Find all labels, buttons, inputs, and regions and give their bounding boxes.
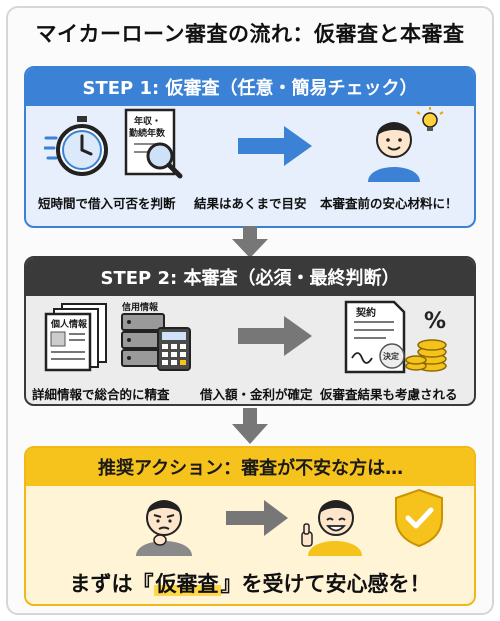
punch-highlight: 仮審査 (153, 572, 221, 596)
step1-arrow-icon (238, 126, 312, 166)
step2-header: STEP 2: 本審査（必須・最終判断） (26, 258, 474, 296)
income-document-icon: 年収・ 勤続年数 (124, 108, 184, 180)
punch-post: 』を受けて安心感を！ (220, 572, 431, 596)
action-header: 推奨アクション：審査が不安な方は… (26, 448, 474, 486)
step1-section: STEP 1: 仮審査（任意・簡易チェック） (24, 66, 476, 228)
server-label: 信用情報 (122, 303, 159, 313)
step1-header: STEP 1: 仮審査（任意・簡易チェック） (26, 68, 474, 106)
contract-label: 契約 (356, 308, 376, 319)
step2-caption-2: 借入額・金利が確定 (200, 387, 313, 402)
doc-label-income: 年収・ (134, 117, 162, 127)
action-arrow-icon (226, 500, 288, 536)
happy-person-icon (301, 500, 362, 556)
person-lightbulb-icon (368, 107, 444, 182)
stopwatch-icon (44, 116, 108, 176)
step2-caption-3: 仮審査結果も考慮される (320, 387, 458, 402)
page-title: マイカーローン審査の流れ：仮審査と本審査 (35, 22, 465, 46)
down-arrow-icon (232, 226, 268, 258)
stamp-label: 決定 (383, 352, 399, 361)
down-arrow-icon (232, 408, 268, 444)
worried-person-icon (136, 500, 192, 556)
step2-caption-1: 詳細情報で総合的に精査 (32, 387, 170, 402)
doc-label-tenure: 勤続年数 (129, 129, 166, 139)
credit-server-icon: 信用情報 (120, 300, 194, 372)
punch-line: まずは『仮審査』を受けて安心感を！ (0, 568, 500, 598)
step1-caption-2: 結果はあくまで目安 (194, 196, 307, 211)
svg-text:%: % (424, 309, 446, 334)
step2-arrow-icon (238, 316, 312, 356)
contract-coins-icon: % 契約 決定 (336, 300, 454, 374)
personal-documents-icon: 個人情報 (44, 302, 110, 372)
action-section: 推奨アクション：審査が不安な方は… (24, 446, 476, 606)
punch-pre: まずは『 (69, 572, 154, 596)
shield-check-icon (395, 488, 443, 548)
step1-caption-3: 本審査前の安心材料に！ (320, 196, 458, 211)
step2-section: STEP 2: 本審査（必須・最終判断） (24, 256, 476, 406)
step1-caption-1: 短時間で借入可否を判断 (38, 196, 176, 211)
doc-label-personal: 個人情報 (51, 320, 88, 330)
